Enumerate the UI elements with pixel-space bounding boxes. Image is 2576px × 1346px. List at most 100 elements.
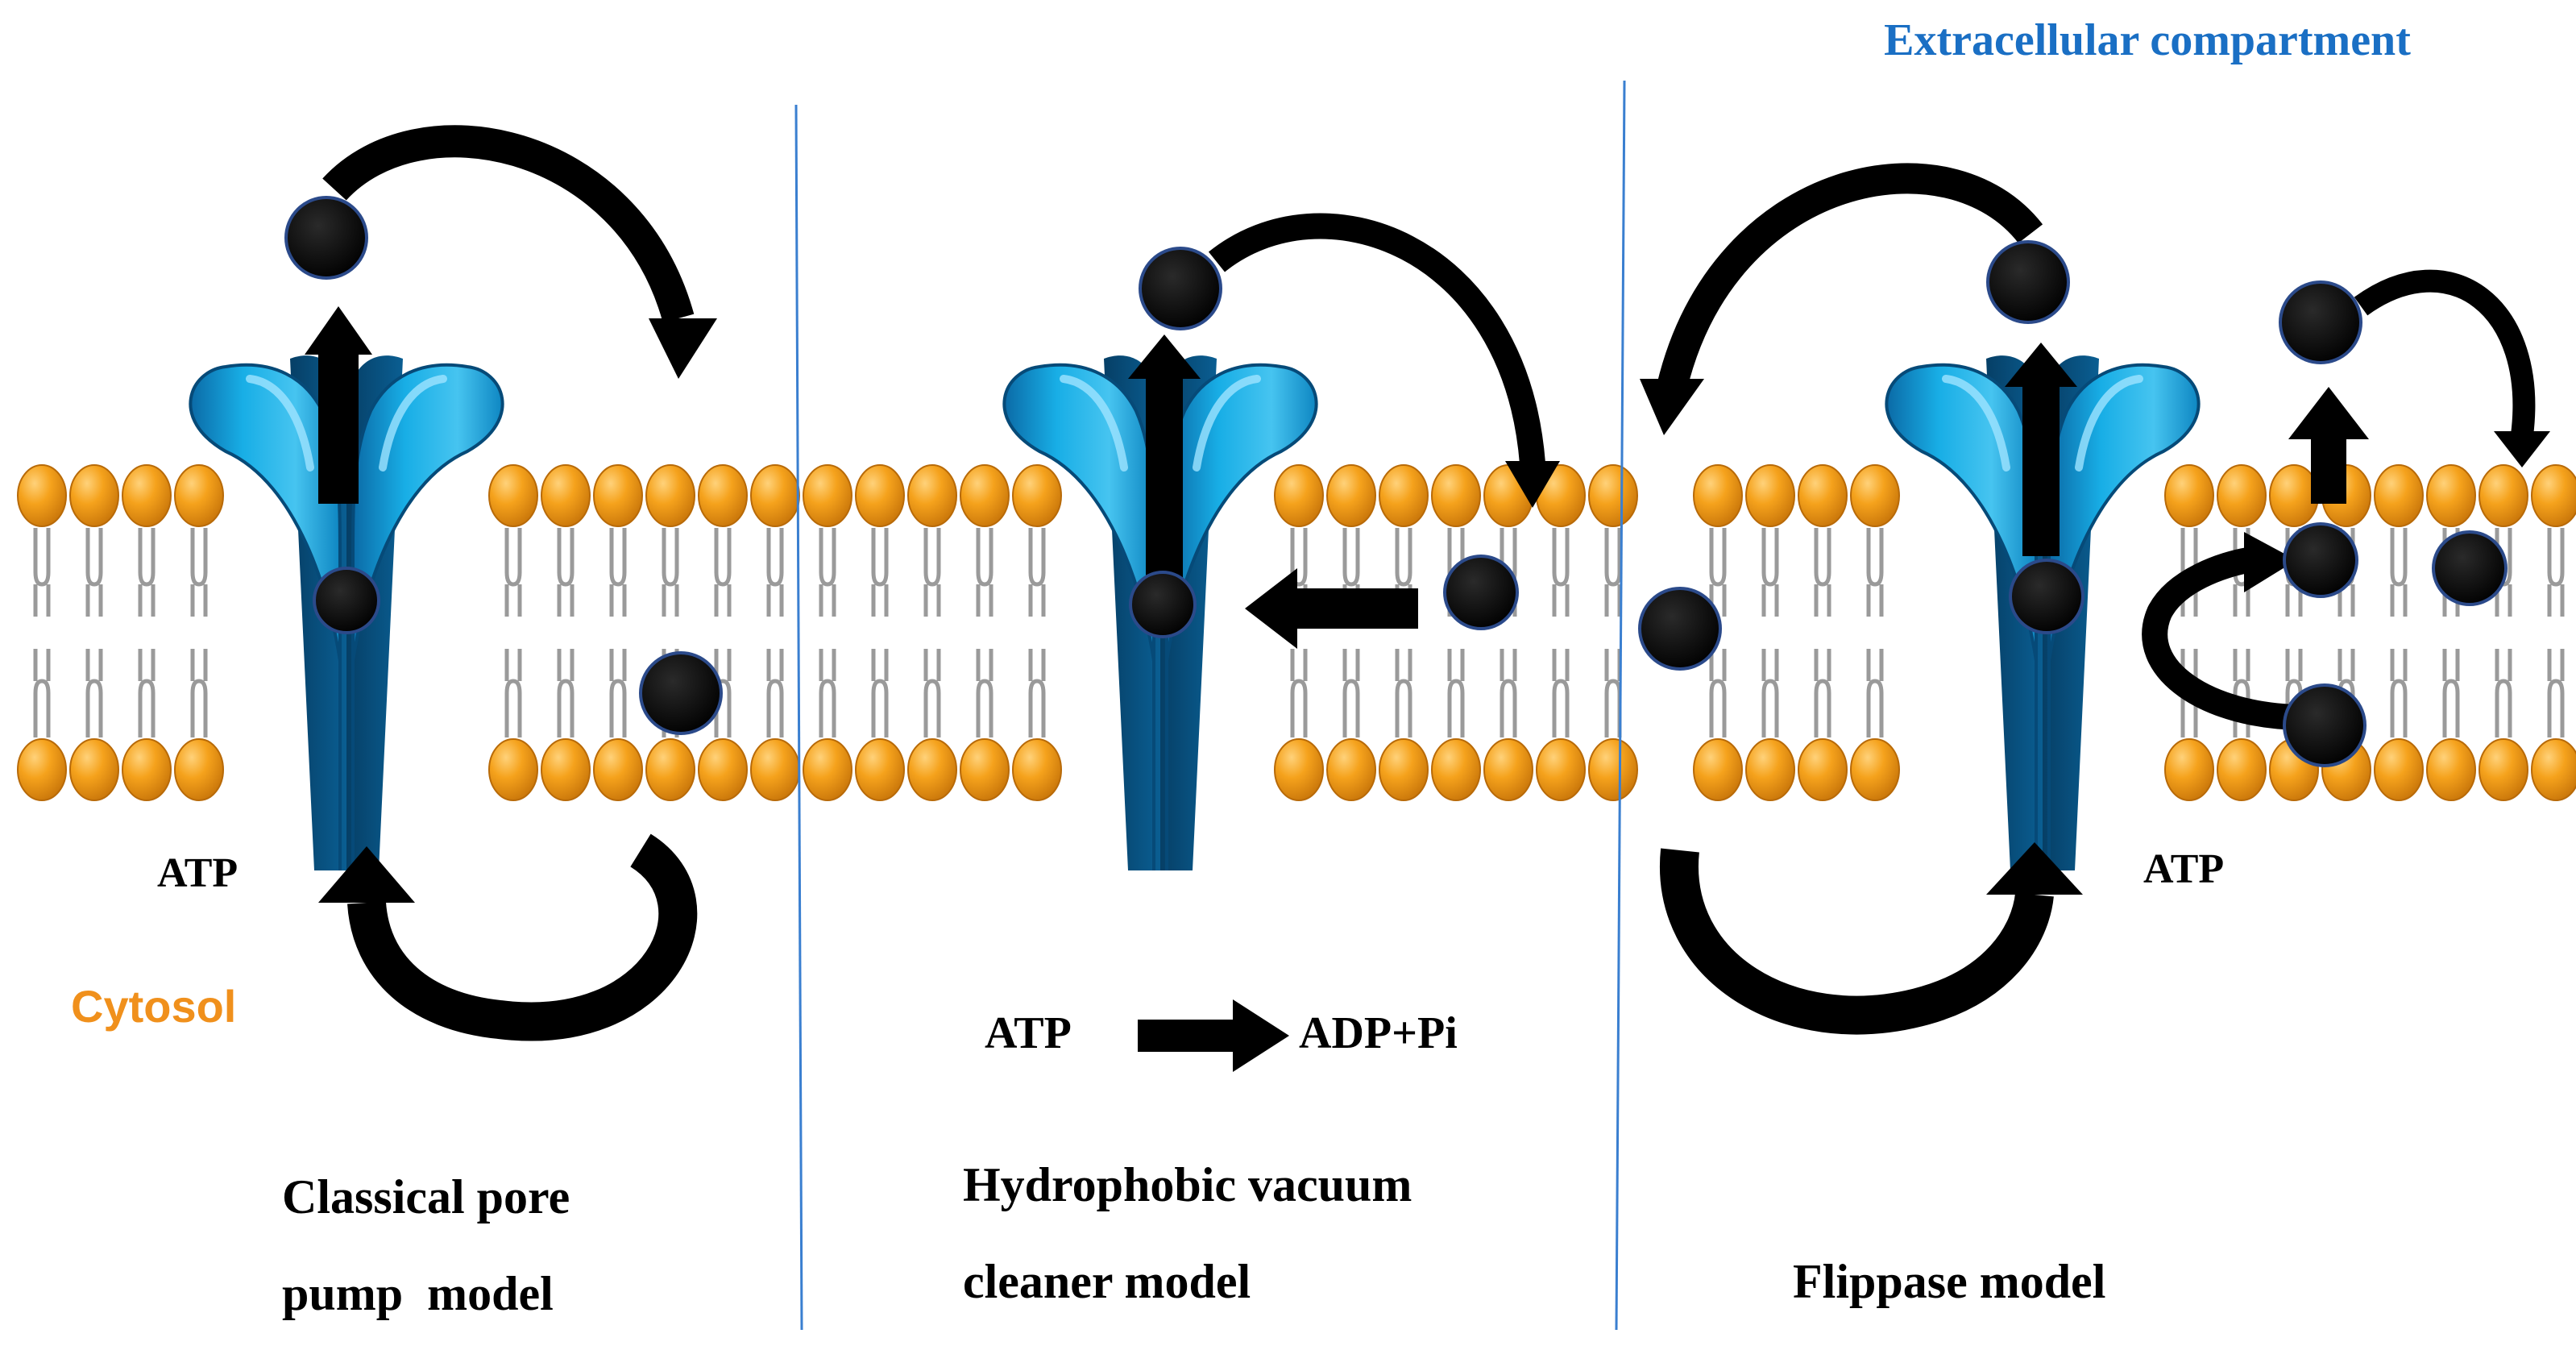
lipid-head [488, 464, 538, 527]
curved-arrow-icon [347, 833, 698, 1041]
lipid-bilayer [17, 464, 2576, 801]
model-3-title: Flippase model [1793, 1255, 2105, 1308]
lipid-tail [766, 649, 784, 737]
lipid-head [122, 464, 172, 527]
lipid-head [1693, 464, 1743, 527]
lipid-tail [662, 528, 679, 617]
curved-arrow-icon [1659, 848, 2054, 1035]
lipid-tail [2390, 649, 2408, 737]
lipid-tail [138, 528, 156, 617]
substrate-dot [2279, 280, 2362, 364]
lipid-head [2426, 738, 2476, 801]
lipid-tail [33, 528, 51, 617]
lipid-head [1798, 738, 1848, 801]
lipid-tail [1447, 649, 1465, 737]
lipid-tails [33, 528, 2565, 737]
lipid-head [645, 464, 695, 527]
lipid-head [960, 464, 1010, 527]
lipid-tail [871, 528, 889, 617]
lipid-tail [1342, 649, 1360, 737]
curved-arrow-icon [1657, 163, 2043, 391]
lipid-head [2531, 464, 2576, 527]
lipid-head [960, 738, 1010, 801]
lipid-head [69, 738, 119, 801]
lipid-tail [1866, 528, 1884, 617]
lipid-tail [2233, 649, 2250, 737]
lipid-tail [766, 528, 784, 617]
lipid-tail [609, 528, 627, 617]
lipid-tail [1290, 649, 1308, 737]
arrowhead-icon [1640, 379, 1704, 435]
lipid-tail [2547, 649, 2565, 737]
lipid-tail [714, 528, 732, 617]
reaction-adp-label: ADP+Pi [1299, 1008, 1458, 1058]
substrate-dot [1139, 247, 1222, 330]
lipid-head [122, 738, 172, 801]
lipid-tail [190, 528, 208, 617]
lipid-tail [2390, 528, 2408, 617]
lipid-tail [1709, 649, 1727, 737]
atp-label-left: ATP [157, 850, 238, 896]
lipid-head [1588, 464, 1638, 527]
model-2-title-line2: cleaner model [963, 1255, 1251, 1308]
lipid-head [1274, 738, 1324, 801]
reaction-arrow-icon [1138, 999, 1289, 1072]
curved-arrows [322, 125, 2536, 1041]
lipid-tail [1395, 649, 1412, 737]
lipid-head [174, 738, 224, 801]
lipid-head [1745, 464, 1795, 527]
lipid-head [2426, 464, 2476, 527]
lipid-head [2479, 738, 2528, 801]
lipid-tail [504, 649, 522, 737]
extracellular-label: Extracellular compartment [1884, 15, 2411, 65]
lipid-tail [2285, 649, 2303, 737]
lipid-tail [976, 649, 993, 737]
lipid-head [698, 738, 748, 801]
lipid-head [1012, 738, 1062, 801]
lipid-head [1536, 738, 1586, 801]
lipid-head [1379, 464, 1429, 527]
lipid-head [1431, 738, 1481, 801]
lipid-tail [2442, 649, 2460, 737]
lipid-tail [1866, 649, 1884, 737]
lipid-head [1850, 464, 1900, 527]
lipid-tail [819, 528, 836, 617]
lipid-head [855, 738, 905, 801]
lipid-head [698, 464, 748, 527]
lipid-head [1588, 738, 1638, 801]
lipid-head [645, 738, 695, 801]
lipid-tail [85, 528, 103, 617]
lipid-tail [1552, 528, 1570, 617]
lipid-tail [819, 649, 836, 737]
divider-line-2 [1615, 80, 1626, 1331]
lipid-head [2374, 738, 2424, 801]
substrate-dot [639, 651, 723, 735]
substrate-dot [2009, 559, 2084, 634]
lipid-head [1379, 738, 1429, 801]
reaction-atp-label: ATP [985, 1008, 1072, 1058]
arrow-heads [318, 318, 2550, 903]
model-1-title-line1: Classical pore [282, 1170, 570, 1223]
curved-arrow-icon [1208, 213, 1545, 465]
lipid-tail [1814, 528, 1831, 617]
lipid-head [750, 464, 800, 527]
lipid-tail [138, 649, 156, 737]
lipid-tail [557, 649, 575, 737]
divider-line-1 [794, 104, 803, 1331]
lipid-tail [190, 649, 208, 737]
lipid-tail [1500, 649, 1517, 737]
lipid-head [1012, 464, 1062, 527]
lipid-head [803, 738, 852, 801]
lipid-head [174, 464, 224, 527]
lipid-head [2217, 738, 2267, 801]
lipid-tail [1709, 528, 1727, 617]
arrowhead-icon [2244, 532, 2296, 592]
lipid-tail [1814, 649, 1831, 737]
substrate-dot [1638, 587, 1722, 671]
substrate-dot [2432, 530, 2508, 606]
substrate-dot [1986, 240, 2070, 324]
up-arrow-icon [2288, 387, 2369, 504]
lipid-tail [1604, 528, 1622, 617]
lipid-tail [2547, 528, 2565, 617]
lipid-head [2374, 464, 2424, 527]
